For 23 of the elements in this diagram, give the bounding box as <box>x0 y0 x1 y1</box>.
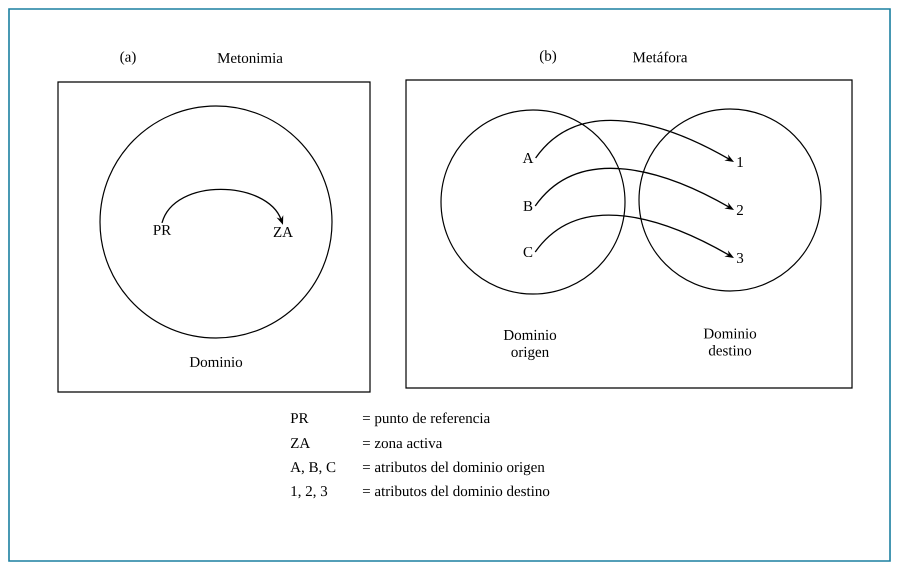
key-term: ZA <box>290 438 310 448</box>
point-label: C <box>524 246 532 258</box>
circle-caption: Dominio origen <box>504 330 556 360</box>
circle-caption: Dominio destino <box>704 328 756 356</box>
key-term: A, B, C <box>290 462 336 474</box>
point-label: ZA <box>274 227 293 237</box>
key-term: PR <box>290 413 309 423</box>
key-definition: = punto de referencia <box>362 412 490 426</box>
key-definition: = zona activa <box>362 438 442 448</box>
point-label: A <box>522 153 534 163</box>
point-label: B <box>523 201 532 211</box>
key-term: 1, 2, 3 <box>292 486 328 498</box>
point-label: 2 <box>736 205 743 215</box>
key-definition: = atributos del dominio origen <box>362 462 545 476</box>
panel-title: Metáfora <box>632 52 688 62</box>
panel-title: Metonimia <box>218 52 283 64</box>
point-label: 1 <box>738 157 743 167</box>
key-definition: = atributos del dominio destino <box>362 486 550 496</box>
panel-letter: (b) <box>540 50 556 64</box>
point-label: 3 <box>736 252 744 264</box>
point-label: PR <box>153 225 172 235</box>
panel-letter: (a) <box>120 51 136 65</box>
circle-caption: Dominio <box>190 356 242 368</box>
